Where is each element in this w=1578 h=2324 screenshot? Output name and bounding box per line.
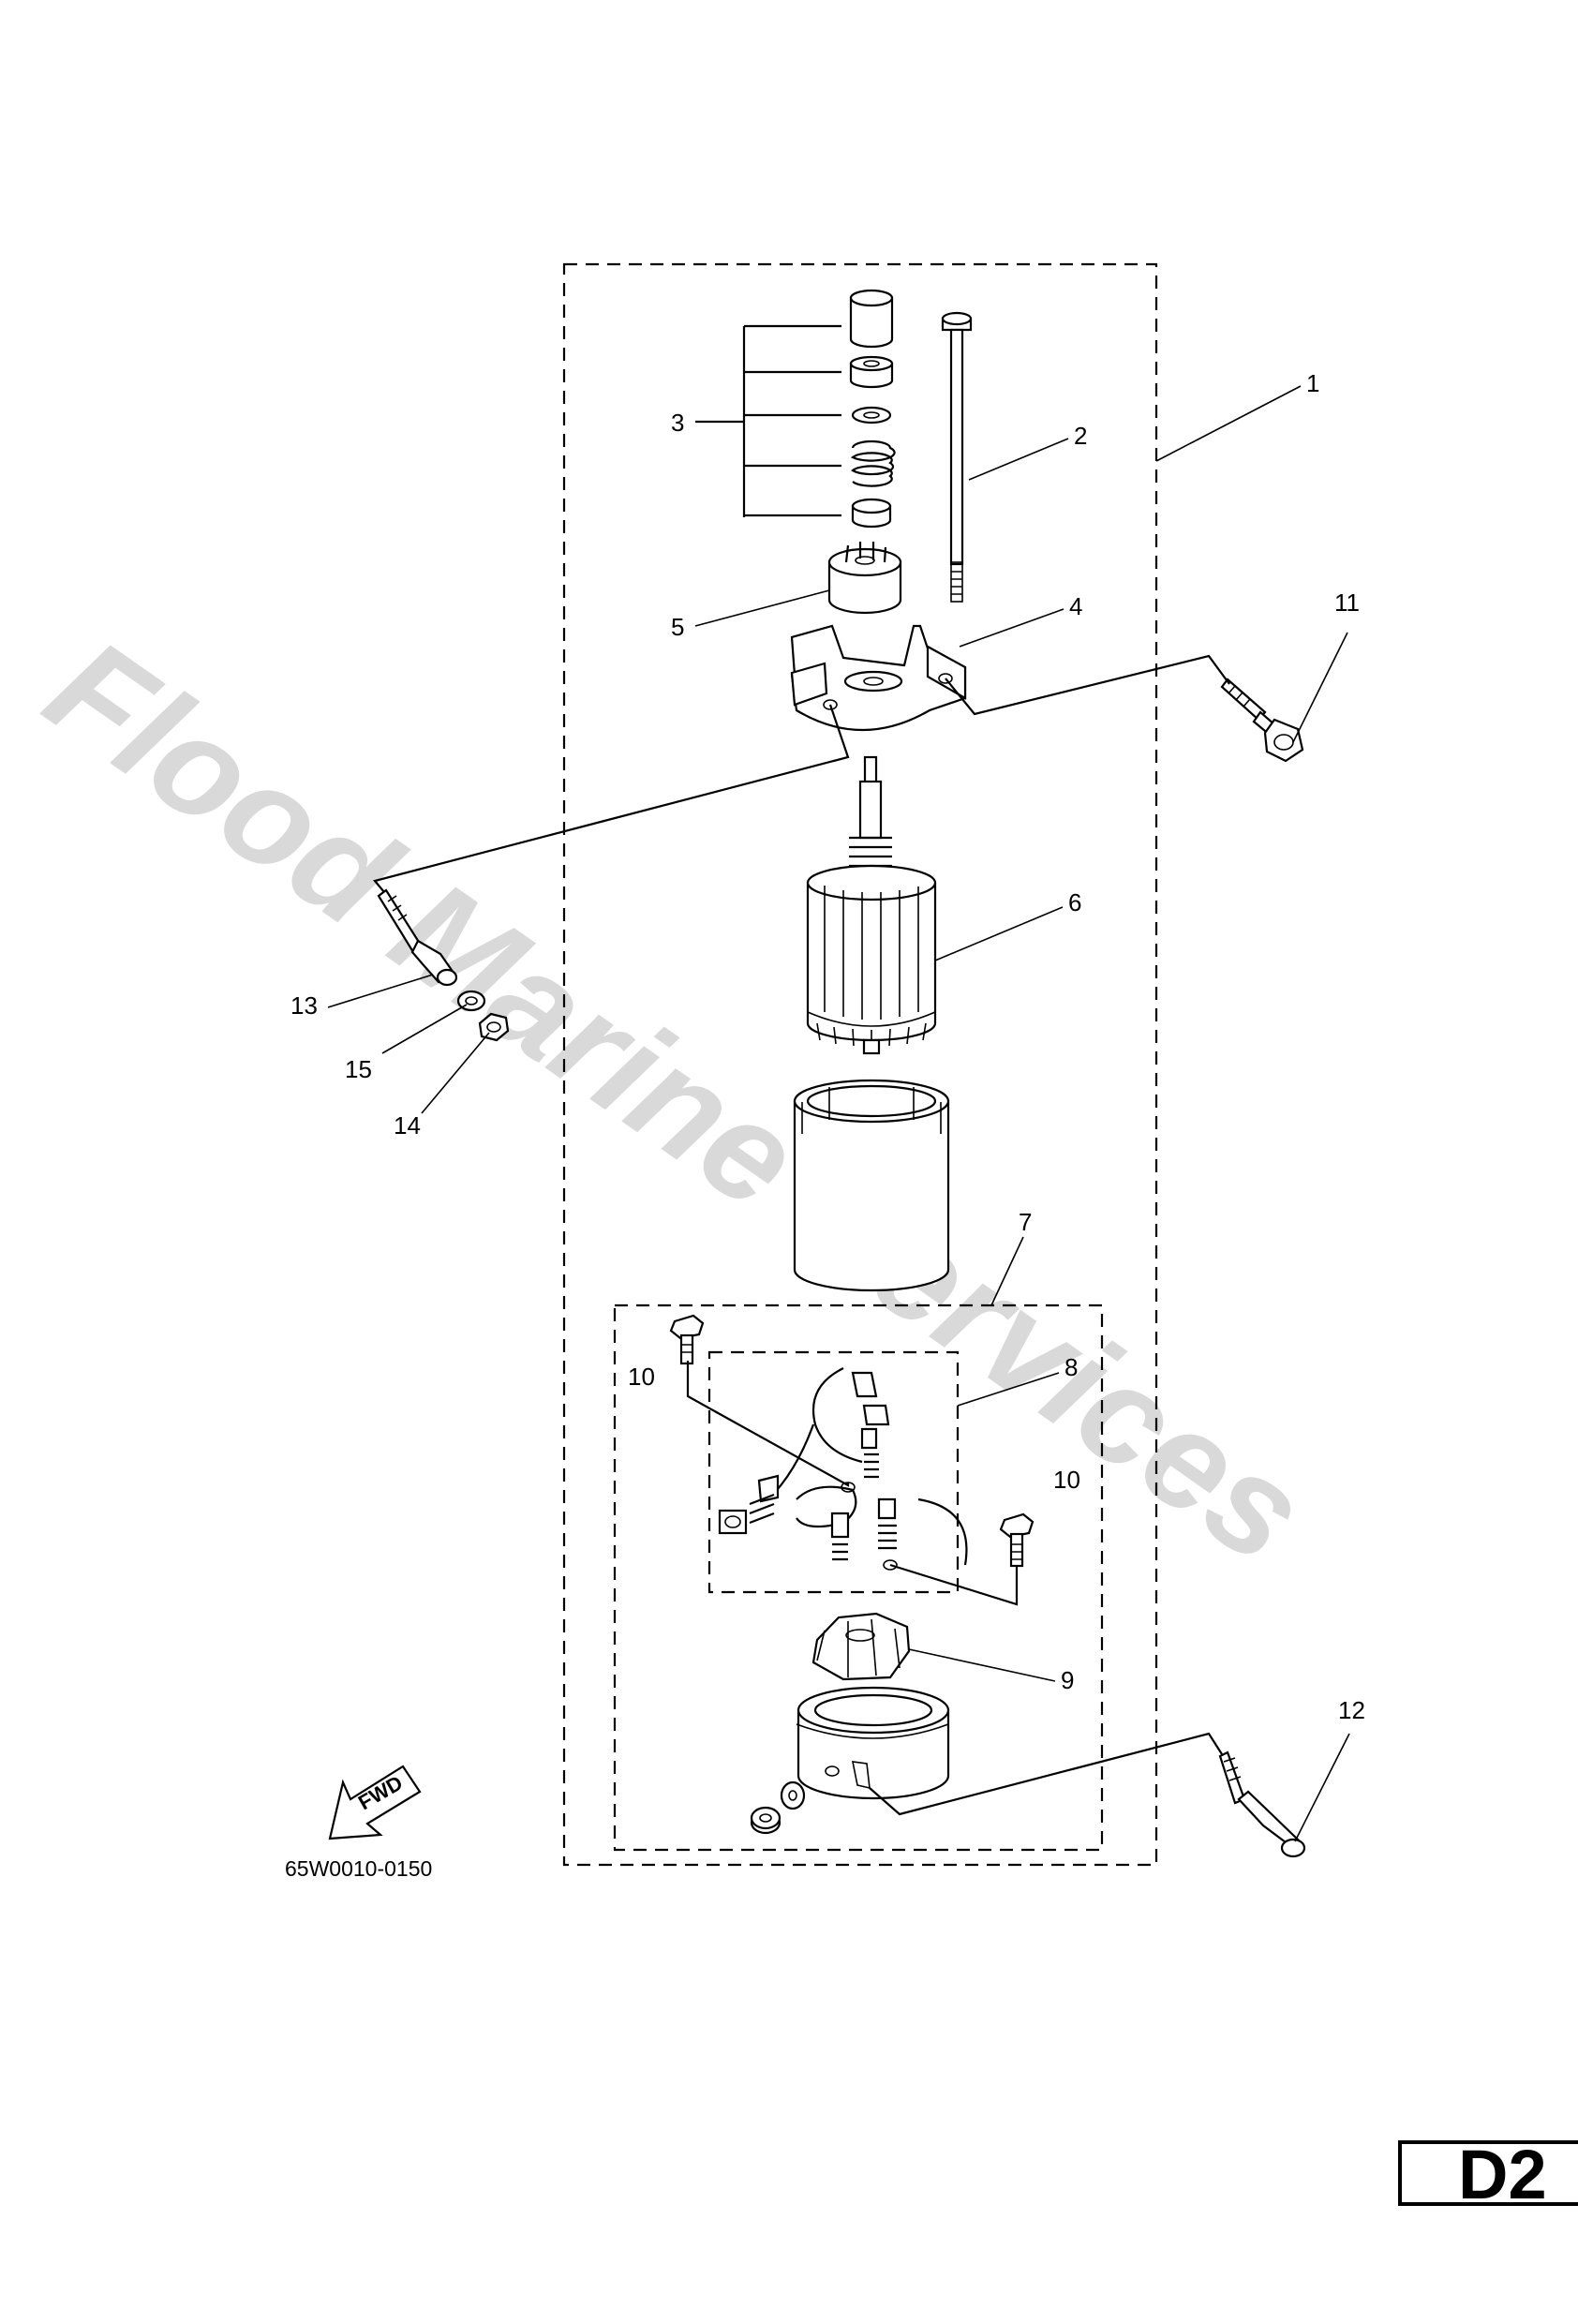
callout-10-upper: 10 [628, 1363, 655, 1391]
callout-7: 7 [1019, 1208, 1032, 1236]
part-9-brush-plate [811, 1612, 911, 1681]
part-7-yoke [793, 1079, 950, 1292]
drawing-code: 65W0010-0150 [285, 1856, 432, 1881]
callout-5: 5 [671, 613, 684, 641]
callout-13: 13 [290, 991, 318, 1020]
part-5-pinion-gear [827, 542, 902, 615]
callout-4: 4 [1069, 592, 1082, 620]
callout-9: 9 [1061, 1666, 1074, 1694]
watermark: Flood Marine Services [21, 608, 1333, 1593]
brush-holder-group-boundary [707, 1350, 960, 1594]
callout-14: 14 [394, 1111, 421, 1140]
callout-15: 15 [345, 1055, 372, 1083]
part-4-front-bracket [790, 624, 967, 731]
callout-11: 11 [1334, 588, 1360, 617]
callout-10-lower: 10 [1053, 1466, 1080, 1494]
fwd-arrow-icon: FWD [328, 1765, 422, 1840]
page-code: D2 [1458, 2136, 1547, 2213]
part-10-screw-lower [999, 1512, 1035, 1568]
part-13-stud-bolt [377, 888, 458, 987]
callouts: 1 2 3 4 5 6 7 8 9 10 10 11 12 13 15 14 [290, 369, 1365, 1724]
callout-8: 8 [1064, 1353, 1078, 1381]
callout-3: 3 [671, 409, 684, 437]
callout-6: 6 [1068, 888, 1081, 916]
assembly-lines [373, 654, 1230, 1816]
callout-1: 1 [1306, 369, 1319, 397]
callout-12: 12 [1338, 1696, 1365, 1724]
callout-2: 2 [1074, 422, 1087, 450]
part-7-rear-cover [796, 1686, 950, 1800]
cover-grommet [750, 1780, 806, 1835]
part-12-bolt [1218, 1750, 1306, 1858]
watermark-text: Flood Marine Services [21, 608, 1333, 1593]
starter-assembly-boundary [562, 262, 1158, 1867]
part-10-screw-upper [669, 1314, 705, 1365]
part-2-through-bolt [941, 311, 973, 603]
part-11-bolt [1220, 678, 1304, 763]
part-14-nut [478, 1012, 510, 1042]
page-code-box: D2 [1398, 2136, 1578, 2213]
part-6-armature [806, 755, 937, 1055]
part-3-clutch-kit [695, 289, 896, 529]
end-cover-group-boundary [613, 1304, 1104, 1852]
leader-lines [327, 385, 1350, 1842]
part-8-brush-holder [718, 1367, 968, 1571]
